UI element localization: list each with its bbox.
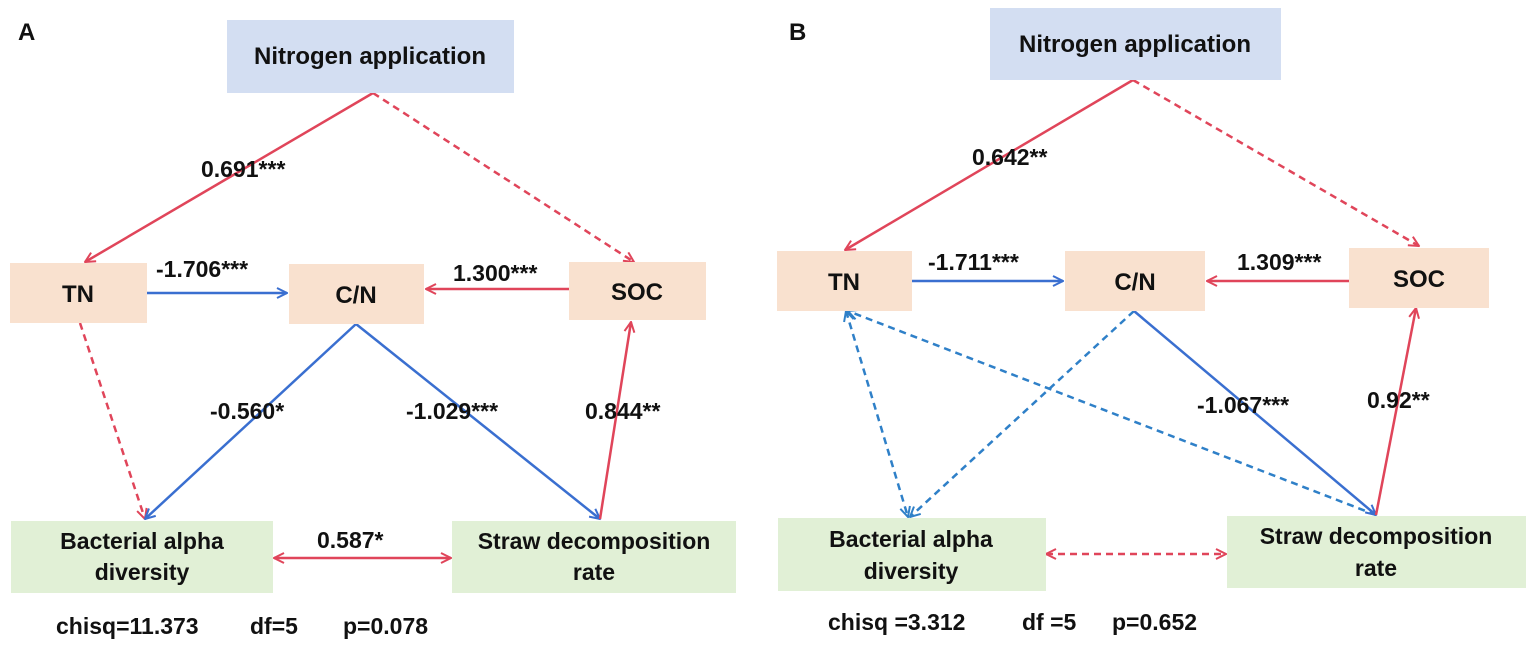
svg-text:diversity: diversity <box>864 558 959 584</box>
coef-cn-to-bacterial: -0.560* <box>210 398 284 424</box>
svg-text:rate: rate <box>1355 555 1397 581</box>
node-cn: C/N <box>289 264 424 324</box>
coef-tn-to-cn: -1.706*** <box>156 256 248 282</box>
panel-b: B Nitrogen application TN C/N SOC <box>777 8 1526 635</box>
coef-soc-to-cn: 1.300*** <box>453 260 537 286</box>
node-soc: SOC <box>569 262 706 320</box>
arrow-nitrogen-to-tn <box>85 91 374 262</box>
svg-text:rate: rate <box>573 559 615 585</box>
fit-df: df =5 <box>1022 609 1077 635</box>
fit-chisq: chisq =3.312 <box>828 609 965 635</box>
coef-n-to-tn: 0.642** <box>972 144 1048 170</box>
svg-text:Nitrogen application: Nitrogen application <box>1019 31 1251 58</box>
arrow-straw-to-soc <box>1374 308 1416 516</box>
svg-text:diversity: diversity <box>95 559 190 585</box>
arrow-nitrogen-to-tn <box>845 78 1134 250</box>
arrow-cn-to-bacterial-dashed <box>910 310 1135 517</box>
node-bacterial-alpha-diversity: Bacterial alpha diversity <box>778 518 1046 591</box>
svg-text:SOC: SOC <box>1393 266 1445 293</box>
fit-df: df=5 <box>250 613 298 639</box>
coef-cn-to-straw: -1.067*** <box>1197 392 1289 418</box>
svg-text:C/N: C/N <box>335 282 376 309</box>
node-nitrogen-application: Nitrogen application <box>990 8 1281 80</box>
coef-cn-to-straw: -1.029*** <box>406 398 498 424</box>
coef-n-to-tn: 0.691*** <box>201 156 285 182</box>
arrow-straw-to-soc <box>598 322 631 520</box>
arrow-tn-bacterial-dashed-bidirectional <box>846 311 908 517</box>
svg-text:Nitrogen application: Nitrogen application <box>254 43 486 70</box>
arrow-tn-to-bacterial-dashed <box>78 322 145 519</box>
fit-chisq: chisq=11.373 <box>56 613 199 639</box>
svg-text:Bacterial alpha: Bacterial alpha <box>60 528 224 554</box>
node-straw-decomposition-rate: Straw decomposition rate <box>1227 516 1526 588</box>
arrow-nitrogen-to-soc-dashed <box>372 91 634 262</box>
node-cn: C/N <box>1065 251 1205 311</box>
arrow-straw-to-tn-dashed <box>848 311 1377 517</box>
coef-straw-to-soc: 0.844** <box>585 398 661 424</box>
svg-text:SOC: SOC <box>611 279 663 306</box>
svg-text:Bacterial alpha: Bacterial alpha <box>829 526 993 552</box>
node-straw-decomposition-rate: Straw decomposition rate <box>452 521 736 593</box>
node-nitrogen-application: Nitrogen application <box>227 20 514 93</box>
coef-tn-to-cn: -1.711*** <box>928 249 1019 275</box>
svg-text:TN: TN <box>828 269 860 296</box>
coef-soc-to-cn: 1.309*** <box>1237 249 1321 275</box>
svg-text:TN: TN <box>62 281 94 308</box>
arrow-nitrogen-to-soc-dashed <box>1132 78 1419 246</box>
coef-straw-to-soc: 0.92** <box>1367 387 1430 413</box>
node-tn: TN <box>777 251 912 311</box>
svg-text:Straw decomposition: Straw decomposition <box>478 528 711 554</box>
svg-text:Straw decomposition: Straw decomposition <box>1260 523 1493 549</box>
fit-p: p=0.652 <box>1112 609 1197 635</box>
arrow-cn-to-bacterial <box>145 323 357 519</box>
fit-p: p=0.078 <box>343 613 428 639</box>
arrow-cn-to-straw <box>1133 310 1376 515</box>
node-soc: SOC <box>1349 248 1489 308</box>
panel-letter-b: B <box>789 19 806 46</box>
panel-a: A Nitrogen application TN C/N SOC <box>10 19 736 639</box>
arrow-cn-to-straw <box>355 323 600 519</box>
node-tn: TN <box>10 263 147 323</box>
panel-letter-a: A <box>18 19 35 46</box>
coef-bacterial-straw: 0.587* <box>317 527 384 553</box>
svg-text:C/N: C/N <box>1114 269 1155 296</box>
node-bacterial-alpha-diversity: Bacterial alpha diversity <box>11 521 273 593</box>
